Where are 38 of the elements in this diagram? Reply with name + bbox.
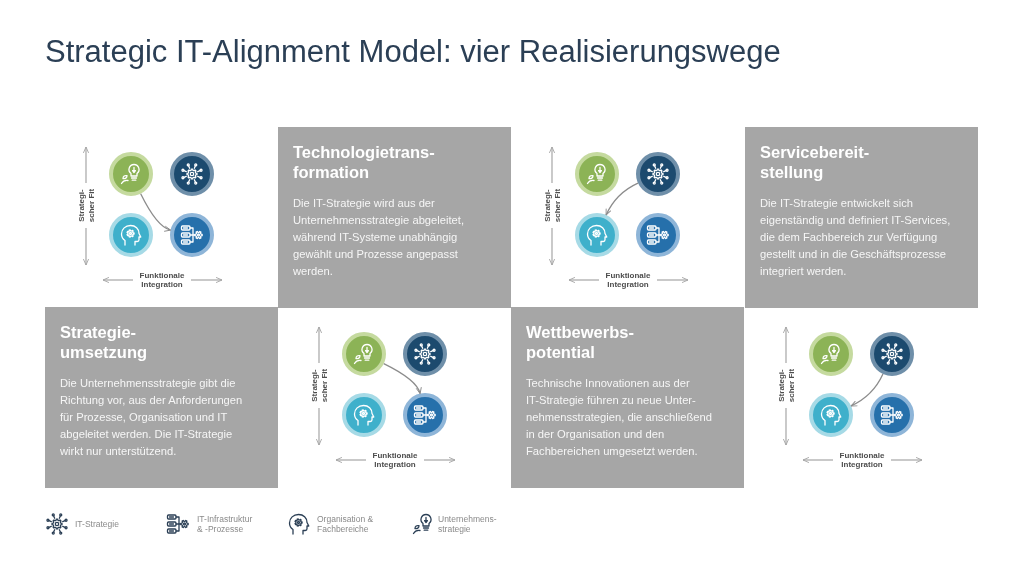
axis-label: Funktionale Integration [839, 450, 885, 470]
card-description: Die Unternehmensstrategie gibt die Richtung vor, aus der Anforderungen für Prozesse, Organisation und IT abgeleitet werden. Die IT-Strategie wirkt nur unterstützend. [60, 376, 244, 459]
icon-circle [575, 213, 619, 257]
icon-circle [342, 393, 386, 437]
icon-circle [403, 393, 447, 437]
curved-arrow [850, 373, 884, 407]
icon-circle [636, 213, 680, 257]
icon-circle [636, 152, 680, 196]
legend-label: IT-Infrastruktur & -Prozesse [197, 514, 254, 534]
icon-circle [170, 152, 214, 196]
card-description: Die IT-Strategie wird aus der Unternehmensstrategie abgeleitet, während IT-Systeme unabhängig gewählt und Prozesse angepasst werden. [293, 196, 466, 279]
axis-label: Funktionale Integration [372, 450, 418, 470]
legend-label: Organisation & Fachbereiche [317, 514, 375, 534]
icon-circle [809, 393, 853, 437]
icon-circle [109, 213, 153, 257]
legend-label: IT-Strategie [75, 519, 119, 529]
icon-circle [870, 332, 914, 376]
card-heading: Strategie- umsetzung [60, 322, 148, 362]
icon-circle [809, 332, 853, 376]
legend-label: Unternehmens- strategie [438, 514, 498, 534]
slide-title: Strategic IT-Alignment Model: vier Realisierungswege [45, 34, 781, 70]
icon-circle [109, 152, 153, 196]
text-card [278, 127, 511, 308]
axis-label: Funktionale Integration [605, 270, 651, 290]
icon-circle [870, 393, 914, 437]
axis-label: Funktionale Integration [139, 270, 185, 290]
card-heading: Servicebereit- stellung [760, 142, 870, 182]
text-card [511, 307, 744, 488]
icon-circle [342, 332, 386, 376]
icon-circle [170, 213, 214, 257]
text-card [745, 127, 978, 308]
card-heading: Wettbewerbs- potential [526, 322, 634, 362]
icon-circle [575, 152, 619, 196]
card-heading: Technologietrans- formation [293, 142, 435, 182]
icon-circle [403, 332, 447, 376]
card-description: Technische Innovationen aus der IT-Strategie führen zu neue Unter- nehmensstrategien, die anschließend in der Organisation und den Fachbereichen umgesetzt werden. [526, 376, 713, 459]
text-card [45, 307, 278, 488]
card-description: Die IT-Strategie entwickelt sich eigenständig und definiert IT-Services, die dem Fachbereich zur Verfügung gestellt und in die Geschäftsprozesse integriert werden. [760, 196, 952, 279]
